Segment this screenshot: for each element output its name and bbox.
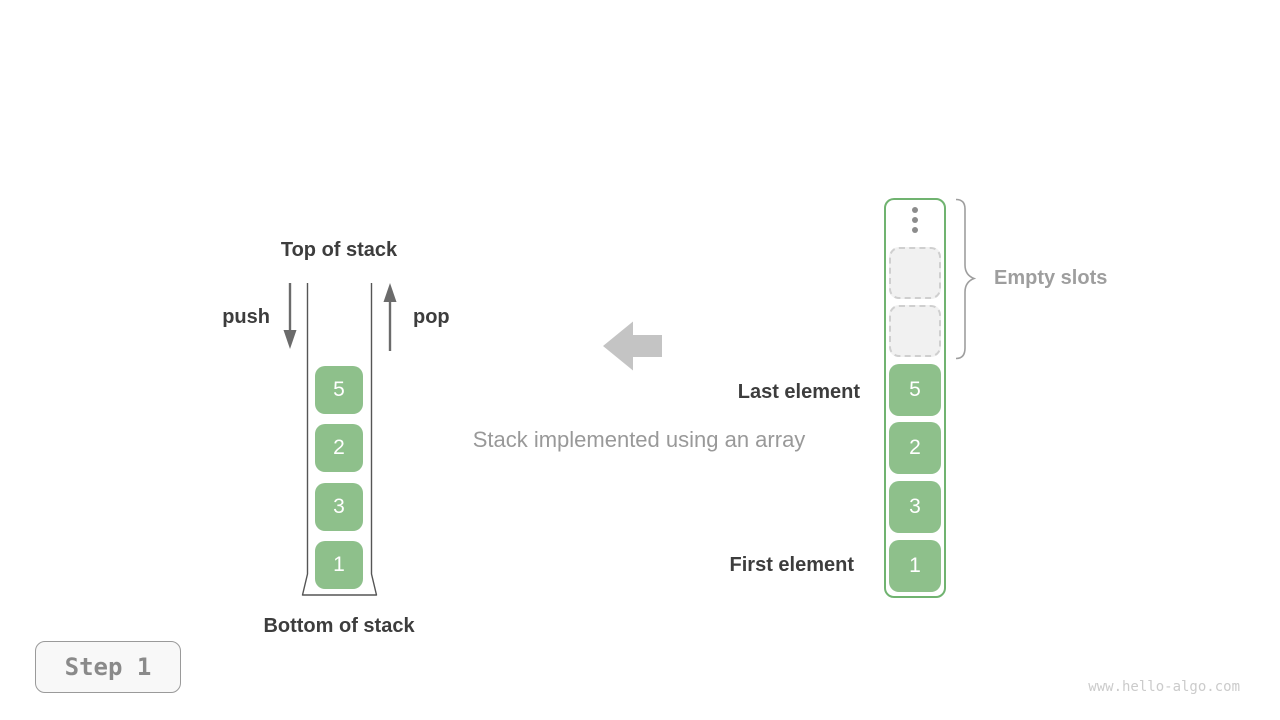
left-block-arrow-icon <box>603 321 662 371</box>
empty-slot <box>889 247 941 299</box>
top-of-stack-label: Top of stack <box>280 239 398 261</box>
array-cell: 5 <box>889 364 941 416</box>
array-container: 5 2 3 1 <box>884 198 946 598</box>
bottom-of-stack-label: Bottom of stack <box>263 615 415 637</box>
watermark-text: www.hello-algo.com <box>1088 679 1240 695</box>
empty-slot <box>889 305 941 357</box>
empty-slots-label: Empty slots <box>994 267 1108 289</box>
array-cell: 3 <box>889 481 941 533</box>
step-badge: Step 1 <box>35 641 181 693</box>
first-element-label: First element <box>729 554 854 576</box>
push-arrow-icon <box>283 283 297 349</box>
array-cell: 2 <box>889 422 941 474</box>
pop-label: pop <box>413 306 450 328</box>
stack-cell: 1 <box>315 541 363 589</box>
array-cell: 1 <box>889 540 941 592</box>
pop-arrow-icon <box>383 283 397 351</box>
push-label: push <box>222 306 270 328</box>
diagram-caption: Stack implemented using an array <box>472 427 806 452</box>
stack-cell: 2 <box>315 424 363 472</box>
last-element-label: Last element <box>737 381 860 403</box>
stack-container-outline <box>301 283 378 596</box>
stack-cell: 3 <box>315 483 363 531</box>
stack-cell: 5 <box>315 366 363 414</box>
curly-brace-icon <box>955 198 977 360</box>
ellipsis-icon <box>912 207 918 233</box>
